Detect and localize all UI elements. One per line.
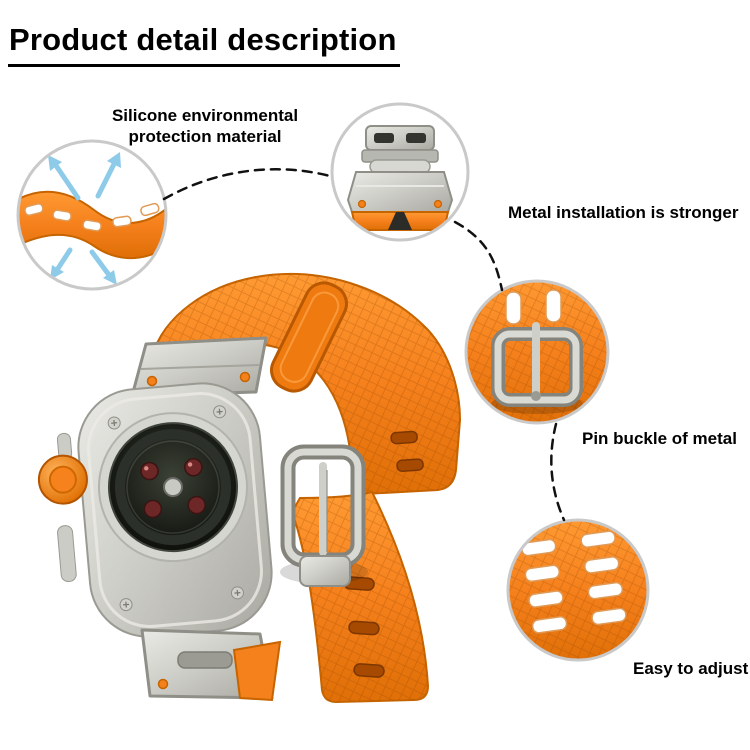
callout-circle-connector (330, 102, 470, 242)
caption-metal-installation: Metal installation is stronger (508, 203, 739, 222)
metal-connector-closeup (346, 125, 454, 231)
case-screws (107, 405, 244, 612)
callout-circle-buckle (464, 279, 610, 425)
caption-line: protection material (128, 126, 282, 146)
caption-line: Silicone environmental (111, 106, 299, 125)
caption-pin-buckle: Pin buckle of metal (582, 429, 737, 448)
watch-product-illustration (37, 273, 462, 704)
buckle-closeup (466, 281, 608, 423)
strap-slot (390, 430, 424, 472)
back-sensor-module (97, 412, 248, 563)
callout-circle-material (16, 139, 168, 291)
dashed-connector-material-to-connector (162, 168, 332, 201)
flex-breathable-arrows-icon (48, 152, 121, 285)
dashed-connector-connector-to-buckle (453, 220, 504, 292)
page-title: Product detail description (8, 22, 400, 67)
dashed-connector-buckle-to-adjust (550, 422, 566, 522)
material-band-closeup (18, 190, 166, 260)
strap-keeper-loop (270, 281, 348, 393)
caption-easy-adjust: Easy to adjust (633, 659, 749, 678)
adjust-holes-closeup (508, 520, 648, 660)
watch-case-back (37, 382, 273, 638)
side-button (57, 525, 77, 583)
callout-circle-adjust (506, 518, 650, 662)
metal-pin-buckle (280, 444, 368, 587)
caption-silicone-material: Silicone environmental protection materi… (98, 106, 312, 147)
strap-adjust-slots (343, 576, 385, 678)
bottom-metal-connector (140, 628, 282, 702)
upper-strap (150, 273, 462, 496)
